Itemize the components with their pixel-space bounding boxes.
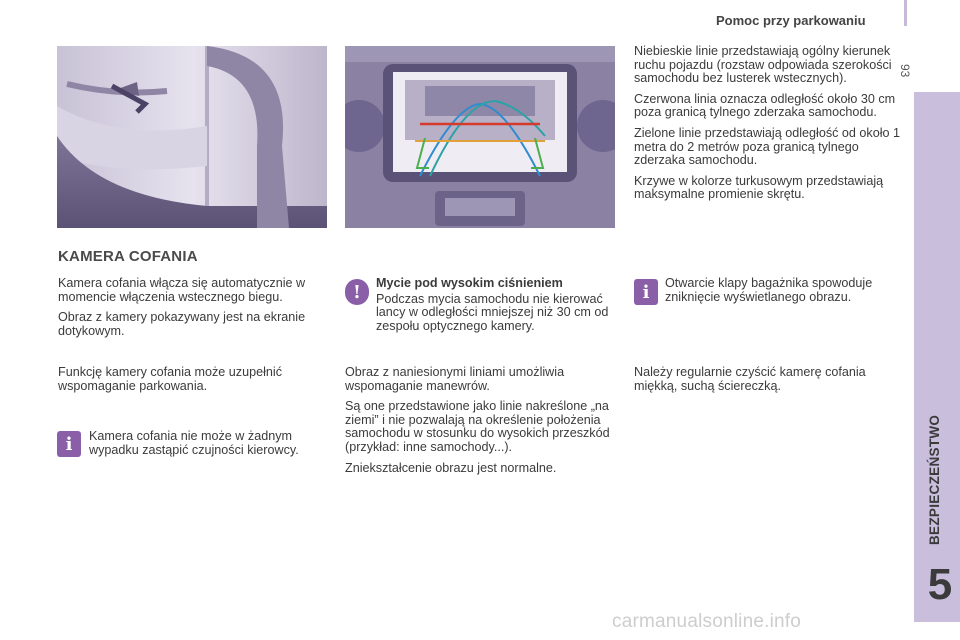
paragraph: Obraz z naniesionymi liniami umożliwia w… xyxy=(345,365,565,393)
section-heading: KAMERA COFANIA xyxy=(58,248,198,265)
column-2: Obraz z naniesionymi liniami umożliwia w… xyxy=(345,365,617,482)
note-text: Kamera cofania nie może w żadnym wypadku… xyxy=(89,429,299,457)
paragraph: Kamera cofania włącza się automatycznie … xyxy=(58,276,306,304)
warning-icon: ! xyxy=(345,279,369,305)
chapter-number: 5 xyxy=(927,560,953,609)
page-header-title: Pomoc przy parkowaniu xyxy=(716,13,866,28)
rear-camera-illustration xyxy=(57,46,327,228)
column-1-lower: Funkcję kamery cofania może uzupełnić ws… xyxy=(58,365,318,400)
info-icon: i xyxy=(57,431,81,457)
column-3: Niebieskie linie przedstawiają ogólny ki… xyxy=(634,44,902,209)
header-accent-bar xyxy=(904,0,907,26)
paragraph: Zniekształcenie obrazu jest normalne. xyxy=(345,460,557,475)
paragraph: Zielone linie przedstawiają odległość od… xyxy=(634,125,901,168)
warning-text: Podczas mycia samochodu nie kierować lan… xyxy=(376,291,609,333)
paragraph: Czerwona linia oznacza odległość około 3… xyxy=(634,91,896,120)
paragraph: Obraz z kamery pokazywany jest na ekrani… xyxy=(58,310,306,338)
column-1: Kamera cofania włącza się automatycznie … xyxy=(58,276,318,345)
dashboard-screen-illustration xyxy=(345,46,615,228)
note-text: Otwarcie klapy bagażnika spowoduje znikn… xyxy=(665,276,873,304)
warning-box: Mycie pod wysokim ciśnieniem Podczas myc… xyxy=(376,276,616,333)
warning-title: Mycie pod wysokim ciśnieniem xyxy=(376,276,563,290)
paragraph: Niebieskie linie przedstawiają ogólny ki… xyxy=(634,44,892,86)
paragraph: Są one przedstawione jako linie nakreślo… xyxy=(345,399,610,454)
section-label: BEZPIECZEŃSTWO xyxy=(927,414,942,545)
watermark: carmanualsonline.info xyxy=(612,611,802,632)
info-icon: i xyxy=(634,279,658,305)
side-tab xyxy=(914,92,960,622)
paragraph: Należy regularnie czyścić kamerę cofania… xyxy=(634,365,866,393)
info-note: Otwarcie klapy bagażnika spowoduje znikn… xyxy=(665,276,890,304)
column-3-lower: Należy regularnie czyścić kamerę cofania… xyxy=(634,365,902,400)
paragraph: Funkcję kamery cofania może uzupełnić ws… xyxy=(58,365,282,393)
paragraph: Krzywe w kolorze turkusowym przedstawiaj… xyxy=(634,173,884,202)
info-note: Kamera cofania nie może w żadnym wypadku… xyxy=(89,429,314,457)
